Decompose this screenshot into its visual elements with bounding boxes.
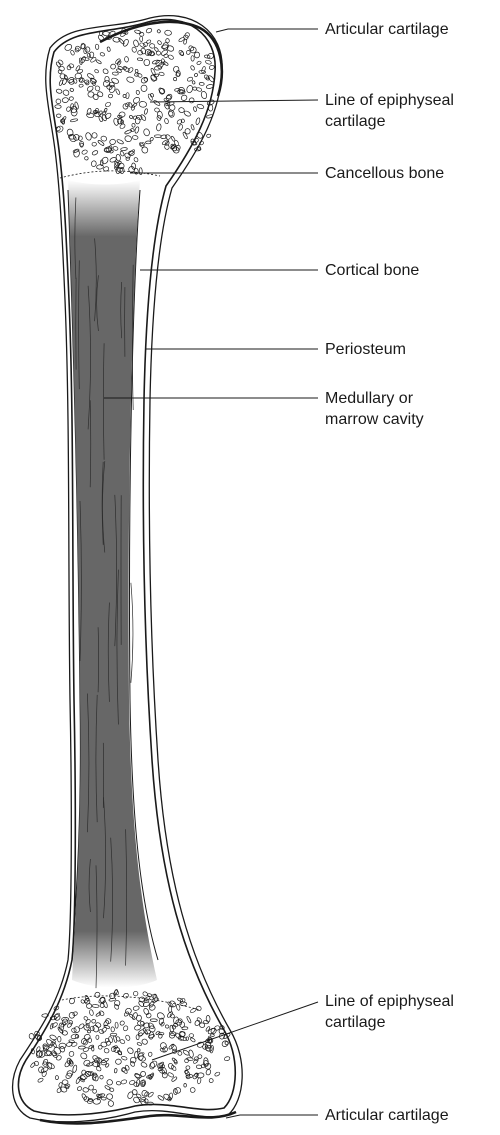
cancellous-cell [199,141,204,146]
label-epiphyseal-line-bottom: Line of epiphyseal cartilage [325,991,454,1033]
label-cortical-bone-text: Cortical bone [325,260,419,281]
label-periosteum: Periosteum [325,339,406,360]
label-medullary-cavity-line2: marrow cavity [325,409,424,430]
label-medullary-cavity-line1: Medullary or [325,388,424,409]
label-medullary-cavity: Medullary or marrow cavity [325,388,424,430]
label-articular-cartilage-bottom-text: Articular cartilage [325,1105,449,1126]
label-epiphyseal-line-bottom-line1: Line of epiphyseal [325,991,454,1012]
label-epiphyseal-line-top: Line of epiphyseal cartilage [325,90,454,132]
label-periosteum-text: Periosteum [325,339,406,360]
leader-articular-top [216,29,318,32]
label-cancellous-bone: Cancellous bone [325,163,444,184]
cancellous-cell [206,134,211,138]
label-epiphyseal-line-bottom-line2: cartilage [325,1012,454,1033]
label-epiphyseal-line-top-line2: cartilage [325,111,454,132]
label-articular-cartilage-top: Articular cartilage [325,19,449,40]
label-cortical-bone: Cortical bone [325,260,419,281]
label-cancellous-bone-text: Cancellous bone [325,163,444,184]
label-epiphyseal-line-top-line1: Line of epiphyseal [325,90,454,111]
label-articular-cartilage-bottom: Articular cartilage [325,1105,449,1126]
label-articular-cartilage-top-text: Articular cartilage [325,19,449,40]
leader-articular-bottom [226,1115,318,1118]
